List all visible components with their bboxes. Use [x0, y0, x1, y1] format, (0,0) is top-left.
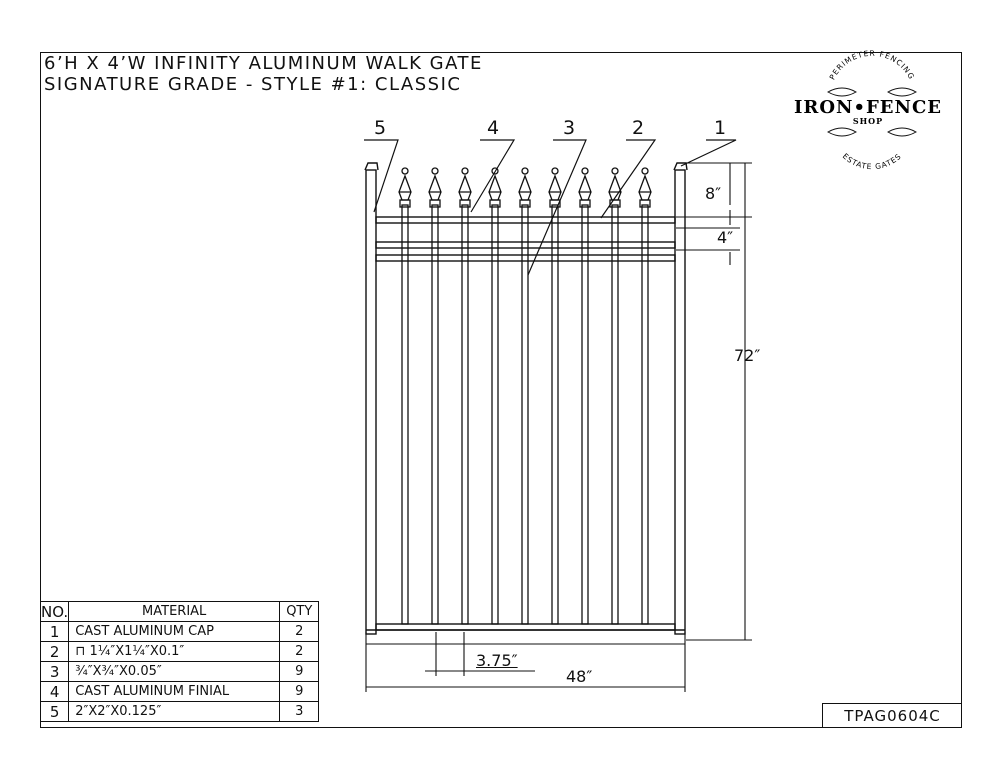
company-logo: PERIMETER FENCING ESTATE GATES IRON•FENC… — [794, 49, 942, 172]
lower-rail — [375, 254, 676, 262]
top-rail — [375, 216, 676, 224]
material-table-header: NO. MATERIAL QTY — [39, 601, 320, 622]
part-number: TPAG0604C — [822, 703, 962, 728]
picket — [578, 167, 592, 625]
row-no: 3 — [39, 661, 70, 682]
leaders — [364, 139, 737, 276]
vertical-dimensions — [676, 162, 752, 641]
logo-bottom-text: ESTATE GATES — [841, 152, 904, 172]
right-post-cap — [673, 162, 688, 171]
logo-ornament-top — [826, 87, 918, 97]
drawing-title-line-2: SIGNATURE GRADE - STYLE #1: CLASSIC — [44, 74, 462, 95]
dim-top-gap: 8″ — [705, 184, 722, 203]
table-row: 3 ¾″X¾″X0.05″ 9 — [39, 661, 320, 682]
left-post — [365, 169, 377, 635]
drawing-border — [40, 52, 962, 728]
callout-2-leader — [600, 139, 657, 219]
right-post — [674, 169, 686, 635]
picket — [488, 167, 502, 625]
table-row: 4 CAST ALUMINUM FINIAL 9 — [39, 681, 320, 702]
gate-frame — [364, 162, 688, 635]
header-material: MATERIAL — [68, 601, 281, 622]
dim-width: 48″ — [566, 667, 593, 686]
dim-picket-spacing: 3.75″ — [476, 651, 518, 670]
dim-height: 72″ — [734, 346, 761, 365]
logo-main-text: IRON•FENCE — [794, 97, 942, 118]
picket — [548, 167, 562, 625]
header-qty: QTY — [279, 601, 320, 622]
table-row: 2 ⊓ 1¼″X1¼″X0.1″ 2 — [39, 641, 320, 662]
table-row: 1 CAST ALUMINUM CAP 2 — [39, 621, 320, 642]
table-row: 5 2″X2″X0.125″ 3 — [39, 701, 320, 722]
left-post-cap — [364, 162, 379, 171]
callout-4-leader — [470, 139, 516, 213]
horizontal-dimensions — [365, 632, 686, 692]
row-qty: 9 — [279, 681, 320, 702]
row-qty: 2 — [279, 641, 320, 662]
row-no: 1 — [39, 621, 70, 642]
picket — [458, 167, 472, 625]
row-material: ⊓ 1¼″X1¼″X0.1″ — [68, 641, 281, 662]
logo-sub-text: SHOP — [853, 116, 883, 126]
row-qty: 2 — [279, 621, 320, 642]
row-material: ¾″X¾″X0.05″ — [68, 661, 281, 682]
middle-rail — [375, 241, 676, 249]
row-no: 5 — [39, 701, 70, 722]
picket — [608, 167, 622, 625]
callout-5-leader — [364, 139, 399, 213]
row-qty: 9 — [279, 661, 320, 682]
header-no: NO. — [39, 601, 70, 622]
callout-3-leader — [527, 139, 587, 276]
callout-5: 5 — [374, 117, 386, 139]
picket — [518, 167, 532, 625]
callout-1: 1 — [714, 117, 726, 139]
logo-ornament-bottom — [826, 127, 918, 137]
picket — [638, 167, 652, 625]
callout-3: 3 — [563, 117, 575, 139]
callout-1-leader — [680, 139, 737, 167]
row-material: CAST ALUMINUM CAP — [68, 621, 281, 642]
callout-2: 2 — [632, 117, 644, 139]
drawing-title-line-1: 6’H X 4’W INFINITY ALUMINUM WALK GATE — [44, 53, 483, 74]
row-material: CAST ALUMINUM FINIAL — [68, 681, 281, 702]
picket — [428, 167, 442, 625]
logo-top-text: PERIMETER FENCING — [828, 49, 917, 81]
bottom-rail — [375, 623, 676, 631]
material-table: NO. MATERIAL QTY 1 CAST ALUMINUM CAP 2 2… — [39, 601, 320, 722]
row-no: 2 — [39, 641, 70, 662]
row-no: 4 — [39, 681, 70, 702]
row-material: 2″X2″X0.125″ — [68, 701, 281, 722]
pickets — [398, 167, 652, 625]
dim-rail-gap: 4″ — [717, 228, 734, 247]
row-qty: 3 — [279, 701, 320, 722]
picket — [398, 167, 412, 625]
callout-4: 4 — [487, 117, 499, 139]
